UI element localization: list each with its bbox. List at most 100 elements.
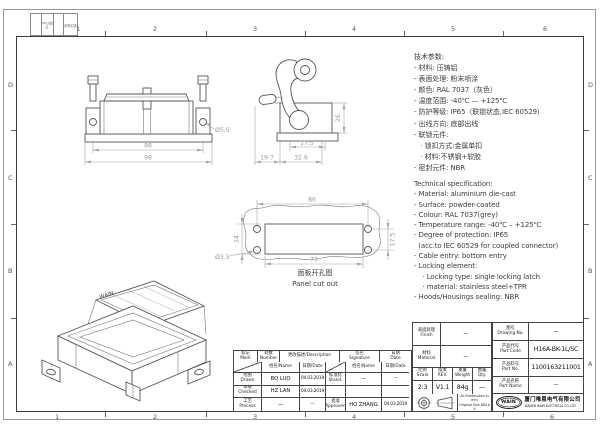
zone-row-left: B (8, 267, 13, 275)
empty-cell (382, 386, 409, 398)
scale-label: 比例 Scale (416, 368, 429, 378)
standardized-name: — (360, 375, 367, 382)
zone-row-right: C (588, 174, 593, 182)
dim-19-7: 19.7 (260, 155, 274, 162)
approved-date: 04.03.2019 (383, 402, 408, 407)
company-row: WAIN 厦门唯恩电气有限公司 XIAMEN WAIN ELECTRICAL C… (492, 394, 584, 412)
rev-desc-header: 更改描述/Description (287, 353, 332, 359)
zone-col-bottom: 6 (550, 413, 555, 421)
zone-row-right: D (588, 81, 594, 89)
zone-row-left: D (8, 81, 14, 89)
date-subheader: 日期/Date (385, 363, 406, 369)
name-subheader: 姓名/Name (352, 363, 375, 369)
diagonal-cell (234, 362, 262, 373)
weight-label: 重量 Weight (455, 368, 470, 378)
zone-tick (11, 318, 16, 319)
technical-params-cn: 技术参数:- 材料: 压铸铝- 表面处理: 粉末喷涂- 颜色: RAL 7037… (414, 53, 544, 172)
part-info-table: 图号 Drawing No. — 产品代号 Part Code H16A-BK-… (492, 322, 584, 394)
part-name-value: — (553, 382, 559, 388)
corner-filing-table: 日期/Date 更改描述 (30, 13, 78, 36)
zone-col-top: 5 (451, 25, 456, 33)
first-angle-projection-icon (416, 396, 455, 409)
projection-symbol-cell (413, 394, 458, 411)
revision-signature-table: 姓名/Name 日期/Date 姓名/Name 日期/Date 绘图 Drawn… (233, 362, 412, 412)
checked-name: HZ LAN (270, 388, 291, 395)
zone-tick (11, 224, 16, 225)
drawn-date: 04.03.2019 (300, 376, 325, 382)
panel-caption-cn: 面板开孔图 (297, 269, 333, 277)
dim-hole-dia: Ø3.5 (215, 253, 230, 261)
isometric-view-drawing: WAIN (41, 280, 211, 402)
projection-dims-row: All Dimensions in mm Original Size DIN A… (412, 394, 492, 412)
empty-cell (346, 385, 382, 398)
zone-tick (305, 412, 306, 417)
company-cell: WAIN 厦门唯恩电气有限公司 XIAMEN WAIN ELECTRICAL C… (493, 394, 583, 411)
weight-value: 84g (456, 384, 469, 391)
rev-date-header: 日期 Date (390, 351, 401, 361)
zone-tick (206, 412, 207, 417)
rev-mark-header: 标记 Mark (240, 351, 251, 361)
qty-value: — (478, 384, 486, 391)
zone-row-left: C (8, 174, 13, 182)
zone-col-bottom: 4 (352, 413, 357, 421)
zone-row-left: A (8, 360, 13, 368)
company-names: 厦门唯恩电气有限公司 XIAMEN WAIN ELECTRICAL CO.,LT… (525, 397, 581, 408)
scale-value: 2:3 (417, 384, 428, 391)
iso-brand-text: WAIN (99, 291, 115, 301)
dim-98: 98 (144, 155, 152, 162)
zone-col-top: 3 (253, 25, 258, 33)
front-view-drawing: 86 98 Ø5.5 (84, 75, 230, 165)
zone-col-bottom: 5 (451, 413, 456, 421)
zone-tick (11, 130, 16, 131)
finish-label: 表面处理 Finish (417, 328, 436, 338)
diagonal-cell (326, 362, 346, 373)
dim-26: 26 (335, 114, 342, 122)
panel-caption-en: Panel cut out (292, 280, 338, 288)
zone-tick (305, 31, 306, 36)
standardized-date: — (393, 376, 398, 382)
rev-signature-header: 签名 Signature (349, 351, 370, 361)
checked-date: 04.03.2019 (300, 388, 325, 394)
zone-tick (206, 31, 207, 36)
date-subheader: 日期/Date (302, 363, 323, 369)
dim-32-6: 32.6 (294, 155, 308, 162)
drawing-no-label: 图号 Drawing No. (497, 325, 524, 336)
rev-number-header: 处数 Number (259, 351, 278, 361)
part-name-label: 产品名称 Part Name (499, 379, 522, 389)
qty-label: 数量 Qty. (477, 368, 487, 378)
process-label: 工艺 Process (239, 398, 256, 409)
zone-tick (105, 31, 106, 36)
part-no-value: 1100163211001 (531, 364, 581, 371)
zone-tick (105, 412, 106, 417)
company-name-en: XIAMEN WAIN ELECTRICAL CO.,LTD (524, 403, 576, 408)
zone-col-top: 1 (76, 25, 81, 33)
zone-col-bottom: 3 (253, 413, 258, 421)
material-value: — (463, 353, 469, 360)
drawn-name: BQ LUO (270, 375, 291, 382)
part-code-value: H16A-BK-1L/SC (533, 346, 579, 353)
part-no-label: 产品料号 Part No. (501, 361, 520, 372)
drawn-label: 绘图 Drawn (240, 373, 255, 383)
standardized-label: 标准化 Stand. (328, 373, 343, 383)
outer-border (3, 9, 596, 420)
zone-col-bottom: 1 (55, 413, 60, 421)
dim-dia-5-5: Ø5.5 (215, 126, 230, 134)
zone-tick (503, 31, 504, 36)
zone-col-top: 2 (153, 25, 158, 33)
approved-label: 批准 Approved (326, 398, 346, 409)
dim-17-5: 17.5 (390, 233, 397, 247)
zone-row-right: A (588, 360, 593, 368)
company-name-cn: 厦门唯恩电气有限公司 (524, 397, 581, 404)
corner-cell (54, 14, 64, 35)
panel-cutout-caption: 面板开孔图 Panel cut out (250, 268, 380, 290)
checked-label: 审核 Checked (238, 385, 257, 396)
zone-row-right: B (588, 267, 593, 275)
process-name: — (277, 401, 284, 408)
dimensions-note: All Dimensions in mm Original Size DIN A… (458, 394, 491, 411)
zone-tick (404, 31, 405, 36)
finish-value: — (463, 331, 469, 337)
drawing-no-value: — (553, 328, 559, 335)
panel-cutout-drawing: 86 24 17.5 73 Ø3.5 (215, 197, 397, 268)
zone-col-top: 4 (352, 25, 357, 33)
